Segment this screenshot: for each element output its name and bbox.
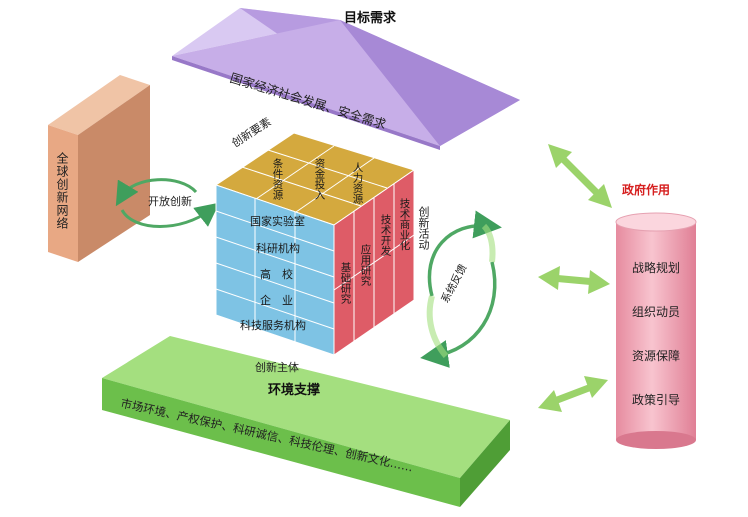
- cube-side-column: 基础研究: [339, 262, 352, 304]
- cube-front-row: 科技服务机构: [240, 319, 306, 332]
- environment-title: 环境支撑: [268, 383, 321, 398]
- cube-top-cell: 资金投入: [313, 158, 326, 200]
- government-arrows: [538, 144, 612, 412]
- goal-title: 目标需求: [344, 11, 397, 26]
- cube-front-row: 国家实验室: [250, 215, 305, 228]
- open-innovation-label: 开放创新: [148, 195, 192, 208]
- government-cylinder: [615, 212, 697, 449]
- environment-platform: [102, 336, 510, 507]
- innovation-cube: [214, 132, 416, 356]
- cube-front-row: 企 业: [260, 294, 293, 307]
- cube-front-axis-label: 创新主体: [255, 361, 299, 374]
- cube-top-cell: 人力资源: [351, 162, 364, 204]
- goal-roof: [172, 8, 520, 150]
- government-item: 资源保障: [632, 349, 681, 363]
- global-network-label: 全球创新网络: [55, 152, 69, 230]
- gov-arrow-middle: [538, 266, 610, 294]
- government-item: 组织动员: [632, 305, 681, 319]
- cube-side-column: 技术开发: [379, 214, 392, 256]
- government-item: 战略规划: [632, 261, 681, 275]
- cube-front-row: 科研机构: [256, 242, 300, 255]
- government-item: 政策引导: [632, 393, 681, 407]
- cube-side-axis-label: 创新活动: [417, 206, 430, 250]
- cube-side-column: 应用研究: [359, 244, 372, 286]
- open-innovation-arrows: [115, 178, 220, 228]
- government-title: 政府作用: [622, 183, 671, 197]
- global-network-box: [48, 75, 150, 262]
- cube-front-row: 高 校: [260, 268, 293, 281]
- cube-side-column: 技术商业化: [398, 198, 411, 251]
- system-feedback-arrows: [420, 210, 502, 368]
- gov-arrow-bottom: [538, 376, 608, 412]
- gov-arrow-top: [548, 144, 612, 208]
- cube-top-cell: 条件资源: [271, 158, 284, 200]
